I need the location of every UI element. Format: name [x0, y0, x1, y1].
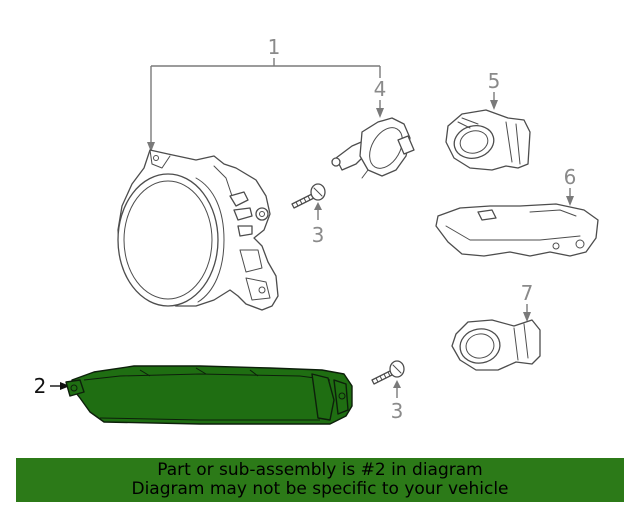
- callout-7-group: 7: [521, 281, 534, 322]
- callout-2-label: 2: [34, 374, 47, 398]
- callout-5-label: 5: [488, 69, 501, 93]
- callout-3-lower-label: 3: [391, 399, 404, 423]
- screw-upper[interactable]: [291, 183, 326, 209]
- banner-line-1: Part or sub-assembly is #2 in diagram: [157, 460, 483, 480]
- highlighted-part-2-fog-lamp-cover[interactable]: [65, 365, 353, 425]
- callout-2-group: 2: [34, 374, 70, 398]
- callout-6-label: 6: [564, 165, 577, 189]
- callout-1-bracket: 1: [147, 35, 381, 152]
- banner-line-2: Diagram may not be specific to your vehi…: [131, 479, 509, 499]
- callout-3-upper-group: 3: [312, 202, 325, 247]
- info-banner: Part or sub-assembly is #2 in diagram Di…: [16, 458, 624, 502]
- fog-lamp-cover-strip[interactable]: [435, 203, 599, 257]
- callout-7-label: 7: [521, 281, 534, 305]
- callout-5-group: 5: [488, 69, 501, 110]
- callout-3-lower-group: 3: [391, 380, 404, 423]
- fog-lamp-bezel-right[interactable]: [445, 109, 531, 171]
- callout-4-label: 4: [374, 77, 387, 101]
- callout-1-label: 1: [268, 35, 281, 59]
- screw-lower[interactable]: [371, 360, 405, 385]
- fog-lamp-bezel-left[interactable]: [451, 319, 541, 371]
- callout-4-group: 4: [374, 77, 387, 118]
- callout-3-upper-label: 3: [312, 223, 325, 247]
- fog-lamp-bulb[interactable]: [331, 117, 415, 179]
- fog-lamp-housing[interactable]: [117, 149, 279, 311]
- callout-6-group: 6: [564, 165, 577, 206]
